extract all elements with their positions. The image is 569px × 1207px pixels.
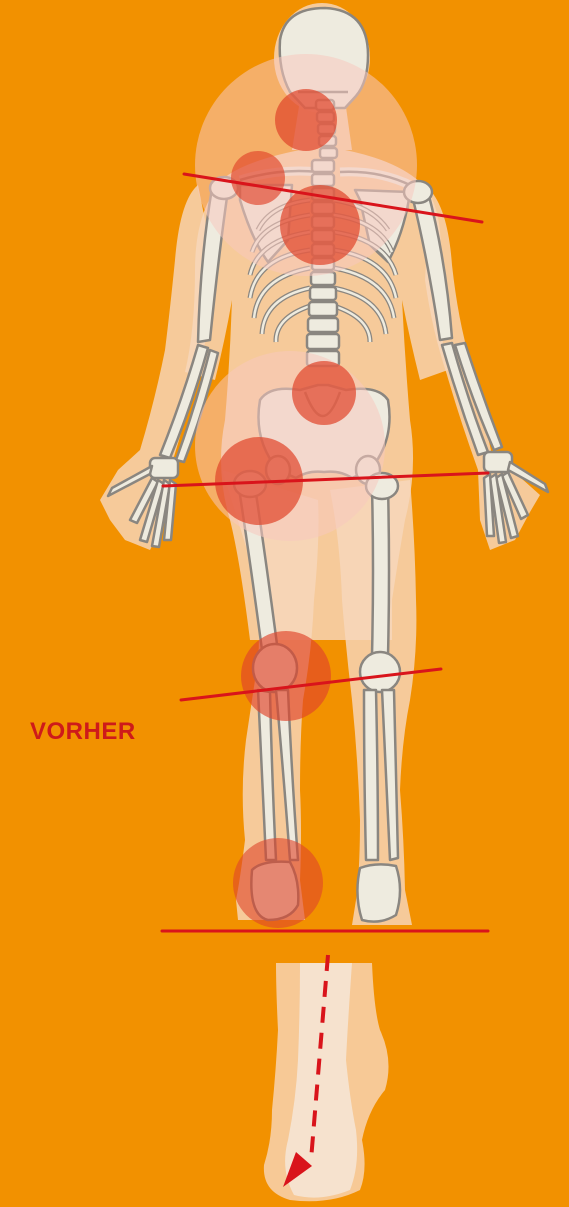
pain-zone-knee bbox=[241, 631, 331, 721]
pain-zone-ankle bbox=[233, 838, 323, 928]
pain-zone-shoulder bbox=[231, 151, 285, 205]
before-label: VORHER bbox=[30, 718, 136, 746]
foot-rear-view bbox=[264, 955, 389, 1201]
pain-zone-neck bbox=[275, 89, 337, 151]
pain-zone-hip-large bbox=[195, 351, 385, 541]
pain-zone-lumbar bbox=[292, 361, 356, 425]
